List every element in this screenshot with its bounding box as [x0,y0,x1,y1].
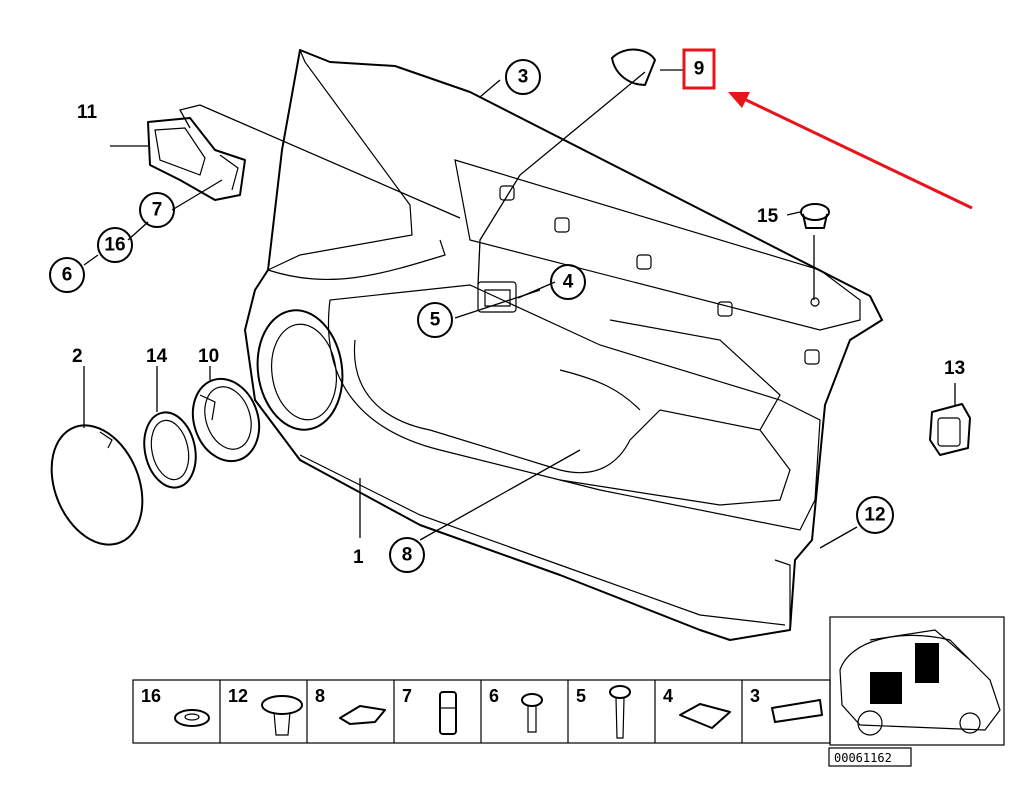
callout-5: 5 [417,302,453,338]
speaker-ring-part [191,377,261,463]
callout-8: 8 [389,537,425,573]
label-15: 15 [757,206,779,227]
table-cell-12: 12 [228,686,248,706]
reference-number: 00061162 [834,751,892,765]
door-trim-panel [244,49,883,641]
table-cell-16: 16 [141,686,161,706]
callout-3: 3 [505,59,541,95]
label-13: 13 [944,358,965,379]
table-cell-6: 6 [489,686,499,706]
callout-4: 4 [550,264,586,300]
table-cell-3: 3 [750,686,760,706]
small-parts-table: 16 12 8 7 6 5 4 3 [132,679,831,744]
callout-12: 12 [856,496,894,534]
car-location-inset [829,616,1005,746]
callout-5-label: 5 [430,310,441,331]
red-arrow [728,92,973,210]
label-10: 10 [198,346,219,367]
clip-part-15 [800,203,830,229]
callout-7-label: 7 [152,200,163,221]
callout-4-label: 4 [563,272,574,293]
callout-12-label: 12 [864,505,885,526]
label-1: 1 [353,547,364,568]
callout-6-label: 6 [62,265,73,286]
callout-7: 7 [139,192,175,228]
table-cell-5: 5 [576,686,586,706]
leader-lines [83,69,956,549]
callout-16-label: 16 [104,235,125,256]
door-handle-part [147,117,246,201]
bracket-part-13 [929,403,971,456]
callout-3-label: 3 [518,67,529,88]
label-2: 2 [72,346,83,367]
callout-9-label: 9 [694,59,705,80]
table-cell-8: 8 [315,686,325,706]
table-cell-7: 7 [402,686,412,706]
highlighted-callout-9: 9 [682,48,716,90]
callout-16: 16 [97,227,133,263]
table-cell-4: 4 [663,686,673,706]
callout-6: 6 [49,257,85,293]
trim-cap-part [611,48,656,86]
speaker-gasket-part [143,411,197,489]
callout-8-label: 8 [402,545,413,566]
label-14: 14 [146,346,168,367]
reference-number-box: 00061162 [828,747,912,767]
speaker-cover-part [50,424,144,546]
label-11: 11 [77,102,98,123]
